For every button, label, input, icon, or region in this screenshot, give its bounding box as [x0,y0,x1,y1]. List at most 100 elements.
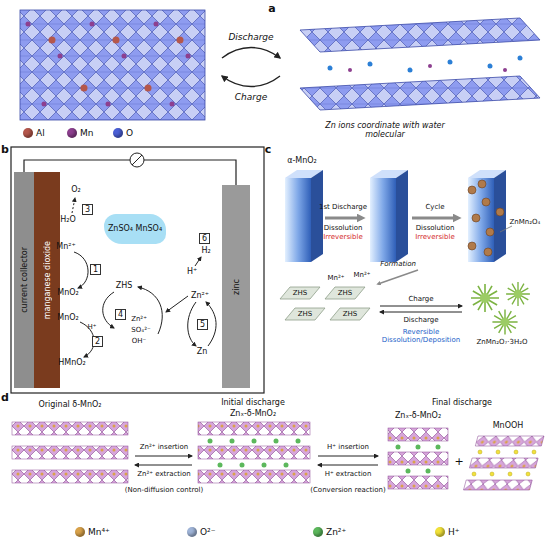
cycle-arrow [222,48,280,87]
stage-label: Final discharge [432,398,492,407]
stage-label: Initial discharge [221,398,285,407]
layered-crystal [372,61,375,64]
species-label: Mn²⁺ [56,242,75,251]
reaction-arrow [188,302,196,346]
species-label: Zn [197,347,208,356]
tunnel-crystal [90,22,95,27]
step-number: 5 [197,319,208,330]
current-collector: current collector [14,172,34,388]
process-arrow [325,217,458,220]
step-number-text: 3 [85,205,90,214]
reversible-arrow [380,306,462,307]
layered-crystal [348,68,352,72]
process-label: Discharge [228,32,273,42]
status-label: Reversible Dissolution/Deposition [371,328,471,344]
nanorod-pillar [311,170,323,262]
zinc-ion [296,439,301,444]
zinc-ion [436,445,441,450]
step-number-text: 1 [93,265,98,274]
zinc-ion [396,445,401,450]
layered-crystal [300,18,540,52]
process-arrow [325,217,362,220]
process-note: (Conversion reaction) [310,486,386,494]
tunnel-crystal [20,10,205,120]
node-label: zinc [232,279,241,295]
phase-label: ZnMn₂O₄ [510,218,541,226]
step-number: 1 [90,264,101,275]
process-label: Discharge [403,316,438,324]
step-number-text: 2 [95,337,100,346]
species-label: SO₄²⁻ [131,326,150,334]
process-label: Dissolution [416,224,455,232]
process-label: Charge [235,92,267,102]
status-label: Irreversible [323,233,362,241]
zhs-sheet [330,308,370,320]
tunnel-crystal [122,54,127,59]
meter-symbol [132,155,142,165]
layered-crystal [522,55,525,58]
spinel-particle [472,214,480,222]
layered-crystal [412,67,415,70]
panel-letter: c [265,144,272,157]
electrolyte-blob: ZnSO₄ MnSO₄ [104,214,166,244]
cathode-layer: manganese dioxide [34,172,60,388]
legend-swatch [187,527,197,537]
reaction-arrow [74,252,88,288]
legend-swatch [23,128,33,138]
spinel-particle [484,248,492,256]
zhs-sheet [280,287,370,320]
tunnel-crystal [170,102,175,107]
process-label: Charge [408,295,433,303]
spinel-particle [468,186,476,194]
zinc-ion [208,439,441,474]
node-label: manganese dioxide [43,241,52,319]
species-label: H⁺ [88,323,97,331]
reversible-arrow [380,312,462,313]
cycle-arrow [222,48,280,59]
zinc-ion [274,439,279,444]
zinc-ion [284,463,289,468]
reaction-arrow [195,257,201,266]
nanorod-pillar [396,170,408,262]
proton [472,450,536,476]
spinel-particle [486,228,494,236]
nanorod-pillar [370,178,396,262]
process-label: Dissolution [324,224,363,232]
meter-symbol [130,153,144,167]
tunnel-crystal [26,22,31,27]
reversible-arrow [135,456,192,457]
legend-text: Al [36,127,45,139]
sheet-label: ZHS [338,289,353,297]
layer-structure [388,428,448,441]
layer-structure [198,446,310,459]
process-label: Zn²⁺ extraction [137,470,190,478]
tunnel-crystal [106,102,111,107]
layer-structure [12,470,128,483]
zinc-ion [406,469,411,474]
reversible-arrow [380,306,462,312]
process-note: (Non-diffusion control) [125,486,203,494]
nanorod-pillar [285,170,506,262]
mnooh-structure [464,436,544,490]
proton [478,450,482,454]
panel-frame [11,147,264,393]
urchin-crystal [492,309,517,334]
zhs-sheet [280,287,320,299]
spinel-particle [468,180,504,256]
tunnel-crystal [42,102,47,107]
proton [496,450,500,454]
process-label: Formation [380,260,416,268]
species-label: H⁺ [187,267,197,276]
step-number: 4 [115,309,126,320]
proton [532,450,536,454]
legend-swatch [75,527,85,537]
sheet-label: ZHS [293,289,308,297]
zhs-sheet [285,308,325,320]
proton [490,472,494,476]
species-label: Zn²⁺ [131,315,147,323]
phase-label: ZnMn₂O₇·3H₂O [476,338,527,346]
species-label: H₂O [60,215,76,224]
phase-label: α-MnO₂ [287,156,317,165]
process-arrow [378,270,418,284]
zinc-ion [262,463,267,468]
